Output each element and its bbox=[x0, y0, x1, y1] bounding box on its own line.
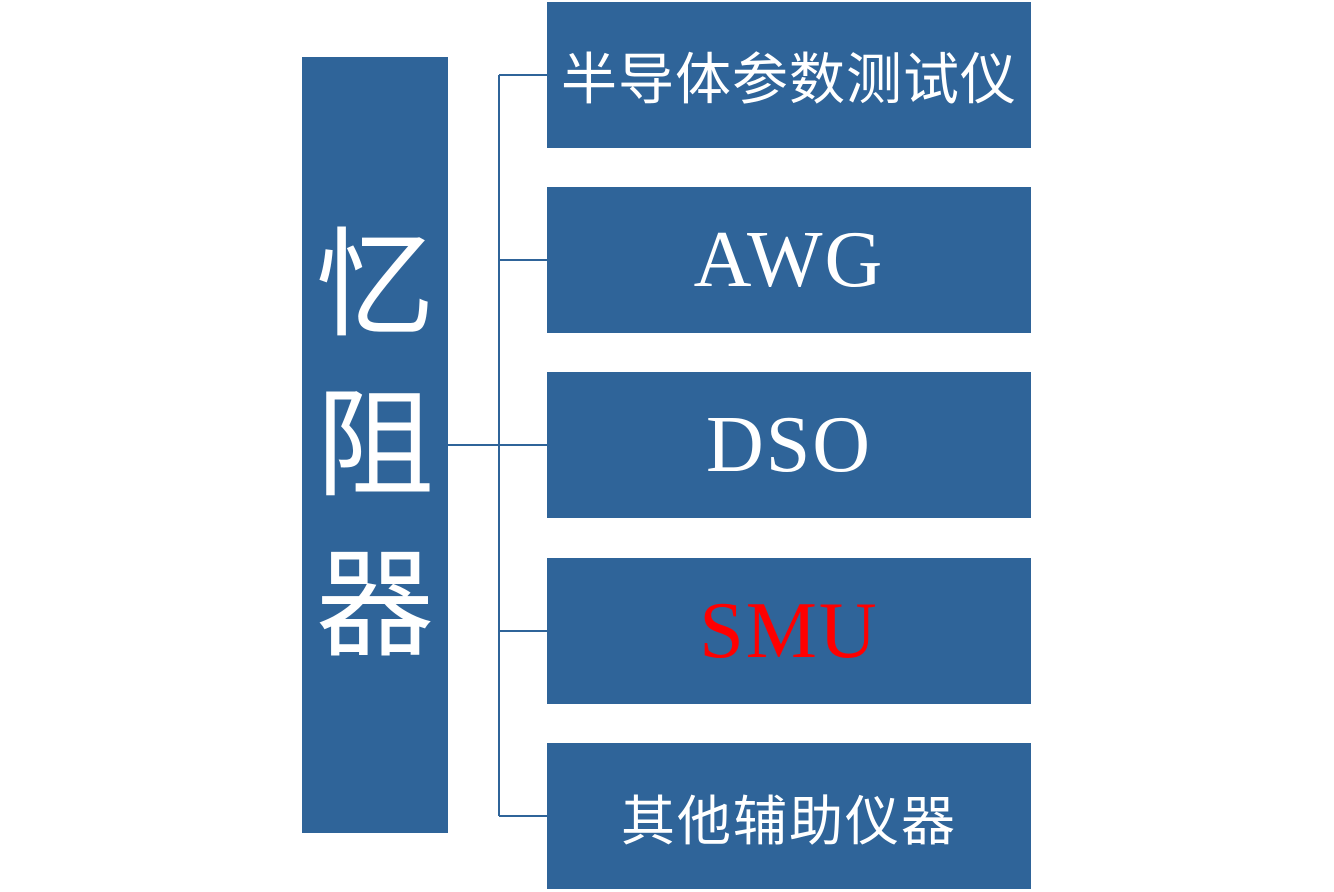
child-node-label: DSO bbox=[705, 400, 873, 489]
root-char: 忆 bbox=[315, 216, 434, 354]
child-node-dso: DSO bbox=[547, 372, 1031, 518]
child-node-awg: AWG bbox=[547, 187, 1031, 333]
child-node-label: 半导体参数测试仪 bbox=[561, 47, 1017, 113]
child-node-label: SMU bbox=[699, 586, 879, 675]
root-char: 器 bbox=[315, 536, 434, 674]
root-char: 阻 bbox=[315, 376, 434, 514]
root-node-memristor: 忆 阻 器 bbox=[302, 57, 448, 833]
child-node-label: 其他辅助仪器 bbox=[621, 789, 957, 853]
child-node-smu: SMU bbox=[547, 558, 1031, 704]
child-node-semiconductor-analyzer: 半导体参数测试仪 bbox=[547, 2, 1031, 148]
child-node-label: AWG bbox=[693, 215, 885, 304]
child-node-other-instruments: 其他辅助仪器 bbox=[547, 743, 1031, 889]
